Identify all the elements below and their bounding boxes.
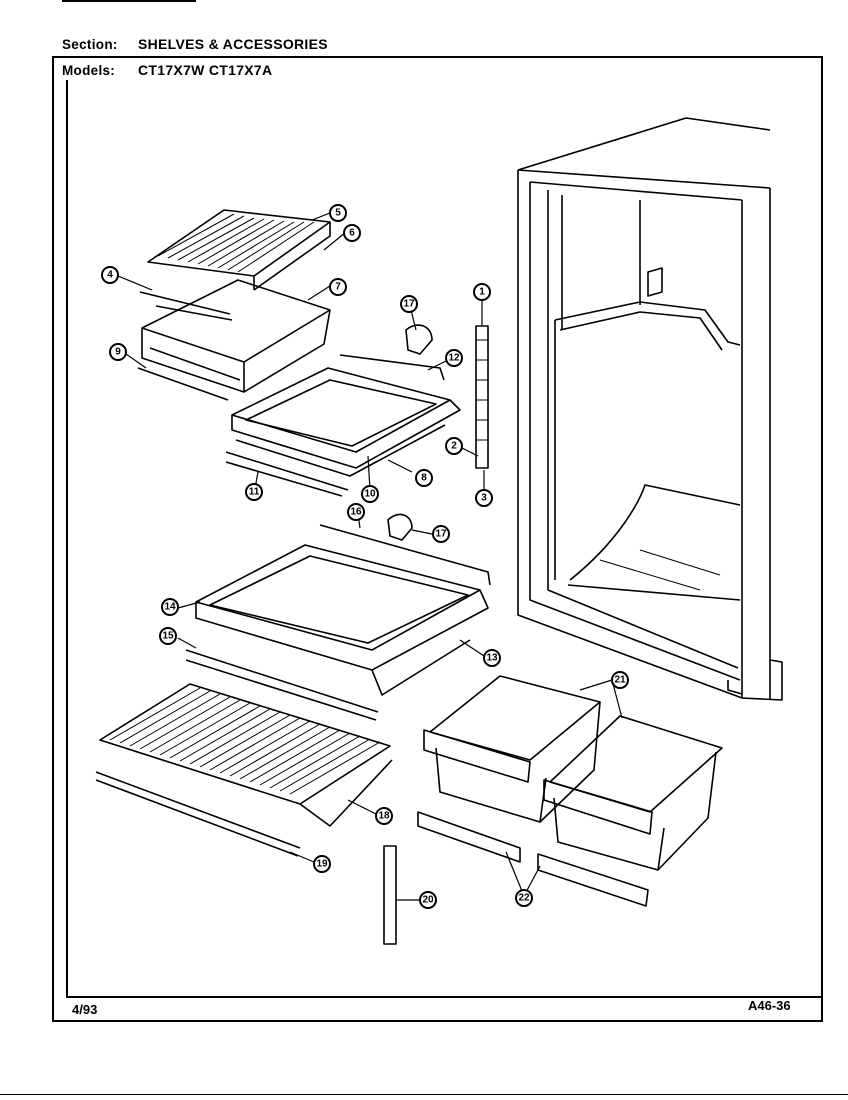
- revision-date: 4/93: [72, 1002, 98, 1017]
- crisper-slides: [417, 811, 649, 907]
- callout-4: 4: [101, 266, 119, 284]
- callout-14: 14: [161, 598, 179, 616]
- svg-text:8: 8: [421, 473, 427, 484]
- callout-3: 3: [475, 489, 493, 507]
- svg-text:17: 17: [435, 529, 447, 540]
- callout-5: 5: [329, 204, 347, 222]
- svg-text:1: 1: [479, 287, 485, 298]
- svg-text:19: 19: [316, 859, 328, 870]
- shelf-clip-parts: [387, 324, 433, 541]
- diagram-frame: [52, 56, 823, 1022]
- deli-drawer: [137, 279, 331, 401]
- callout-2: 2: [445, 437, 463, 455]
- section-heading: Section: SHELVES & ACCESSORIES: [62, 36, 328, 52]
- refrigerator-cabinet: [517, 117, 783, 701]
- shelf-support-rail: [475, 325, 489, 469]
- middle-glass-shelf: [225, 354, 461, 497]
- callout-19: 19: [313, 855, 331, 873]
- svg-text:12: 12: [448, 353, 460, 364]
- svg-text:6: 6: [349, 228, 355, 239]
- crisper-pans: [423, 675, 723, 871]
- callout-6: 6: [343, 224, 361, 242]
- svg-text:14: 14: [164, 602, 176, 613]
- callout-13: 13: [483, 649, 501, 667]
- svg-text:7: 7: [335, 282, 341, 293]
- bottom-wire-shelf: [95, 683, 393, 857]
- svg-text:13: 13: [486, 653, 498, 664]
- callout-12: 12: [445, 349, 463, 367]
- callout-11: 11: [245, 483, 263, 501]
- svg-text:3: 3: [481, 493, 487, 504]
- svg-text:11: 11: [249, 487, 260, 498]
- callout-17-lower: 17: [432, 525, 450, 543]
- leader-lines: [117, 212, 623, 901]
- callout-7: 7: [329, 278, 347, 296]
- lower-glass-shelf: [185, 524, 491, 721]
- callout-22: 22: [515, 889, 533, 907]
- svg-text:16: 16: [350, 507, 362, 518]
- frame-inner-left: [66, 80, 68, 998]
- callout-8: 8: [415, 469, 433, 487]
- svg-text:4: 4: [107, 270, 113, 281]
- models-label: Models:: [62, 63, 116, 78]
- models-heading: Models: CT17X7W CT17X7A: [62, 62, 272, 78]
- top-wire-shelf: [147, 209, 331, 291]
- models-value: CT17X7W CT17X7A: [138, 62, 273, 78]
- shelf-bracket-part: [383, 845, 397, 945]
- callout-15: 15: [159, 627, 177, 645]
- callout-9: 9: [109, 343, 127, 361]
- svg-text:15: 15: [162, 631, 174, 642]
- callout-1: 1: [473, 283, 491, 301]
- callout-21: 21: [611, 671, 629, 689]
- frame-inner-bottom: [66, 996, 823, 998]
- callout-16: 16: [347, 503, 365, 521]
- callout-20: 20: [419, 891, 437, 909]
- top-rule: [62, 0, 196, 2]
- section-label: Section:: [62, 37, 118, 52]
- diagram-reference: A46-36: [748, 998, 791, 1013]
- svg-text:21: 21: [614, 675, 626, 686]
- callout-18: 18: [375, 807, 393, 825]
- svg-text:20: 20: [422, 895, 434, 906]
- callout-10: 10: [361, 485, 379, 503]
- svg-text:17: 17: [403, 299, 415, 310]
- bottom-rule: [0, 1094, 848, 1095]
- svg-text:22: 22: [518, 893, 530, 904]
- svg-text:2: 2: [451, 441, 457, 452]
- callout-17-upper: 17: [400, 295, 418, 313]
- svg-text:9: 9: [115, 347, 121, 358]
- section-value: SHELVES & ACCESSORIES: [138, 36, 328, 52]
- svg-text:18: 18: [378, 811, 390, 822]
- svg-text:5: 5: [335, 208, 341, 219]
- svg-text:10: 10: [364, 489, 376, 500]
